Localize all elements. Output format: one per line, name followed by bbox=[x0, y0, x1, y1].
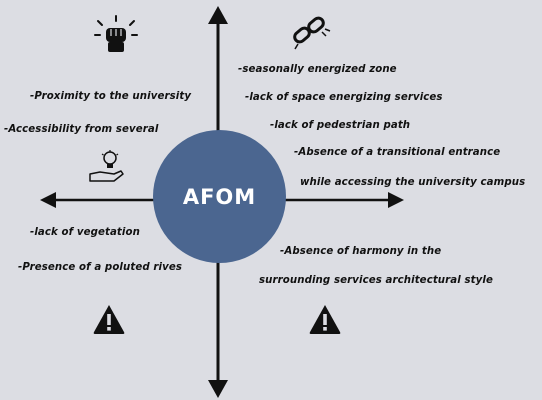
threat-item: -lack of vegetation bbox=[30, 227, 140, 238]
weakness-item: -seasonally energized zone bbox=[238, 64, 397, 75]
center-circle: AFOM bbox=[153, 130, 286, 263]
weakness-item: -lack of space energizing services bbox=[245, 92, 443, 103]
center-label: AFOM bbox=[182, 184, 257, 209]
warning-triangle-icon bbox=[309, 305, 341, 334]
weakness-item: -lack of pedestrian path bbox=[270, 120, 411, 131]
hand-with-lightbulb-icon bbox=[89, 150, 124, 182]
warning-triangle-icon bbox=[93, 305, 125, 334]
threat-item: -Absence of harmony in the bbox=[280, 246, 442, 257]
threat-item: surrounding services architectural style bbox=[259, 275, 493, 286]
strength-item: -Accessibility from several bbox=[4, 124, 159, 135]
threat-item: -Presence of a poluted rives bbox=[18, 262, 183, 273]
chain-link-icon bbox=[293, 16, 331, 50]
raised-fist-icon bbox=[94, 15, 138, 52]
strength-item: -Proximity to the university bbox=[30, 91, 192, 102]
weakness-item: -Absence of a transitional entrance bbox=[294, 147, 501, 158]
weakness-item: while accessing the university campus bbox=[300, 177, 526, 188]
